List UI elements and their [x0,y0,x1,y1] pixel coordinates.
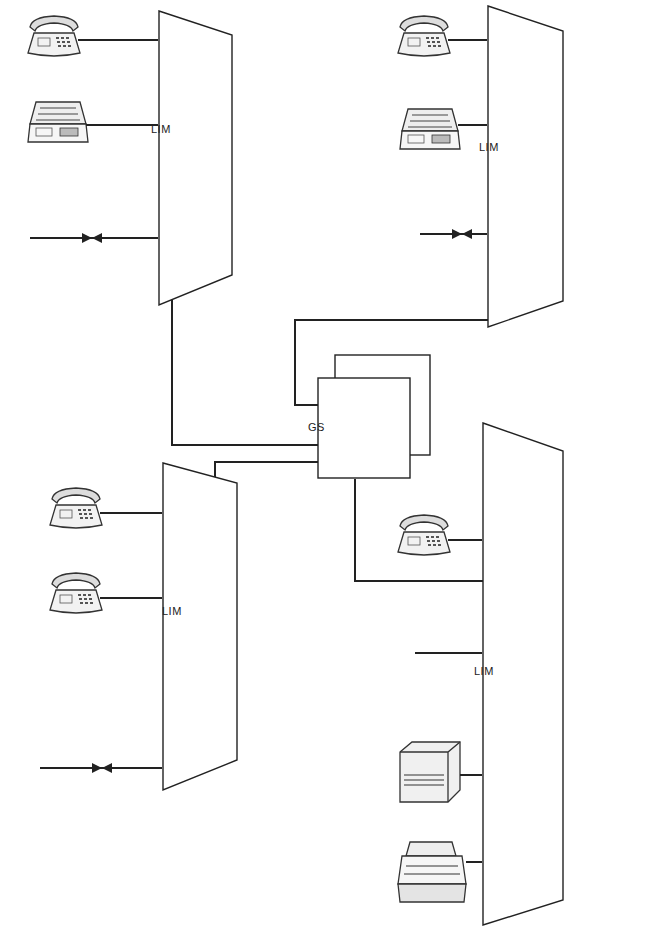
module-label: LIM [474,665,557,678]
node-outline [318,355,431,479]
link-line [215,462,318,477]
module-label: GS [308,421,422,434]
line-interface-module: LIM [487,5,564,328]
node-outline [487,5,564,328]
module-label: LIM [479,141,557,154]
module-label: LIM [151,123,227,136]
node-outline [158,10,233,306]
node-outline [482,422,564,926]
line-interface-module: LIM [158,10,233,306]
line-interface-module: LIM [162,462,238,791]
link-line [355,479,483,581]
node-outline [162,462,238,791]
group-switch-box: GS [318,355,431,479]
module-label: LIM [162,605,239,618]
line-interface-module: LIM [482,422,564,926]
